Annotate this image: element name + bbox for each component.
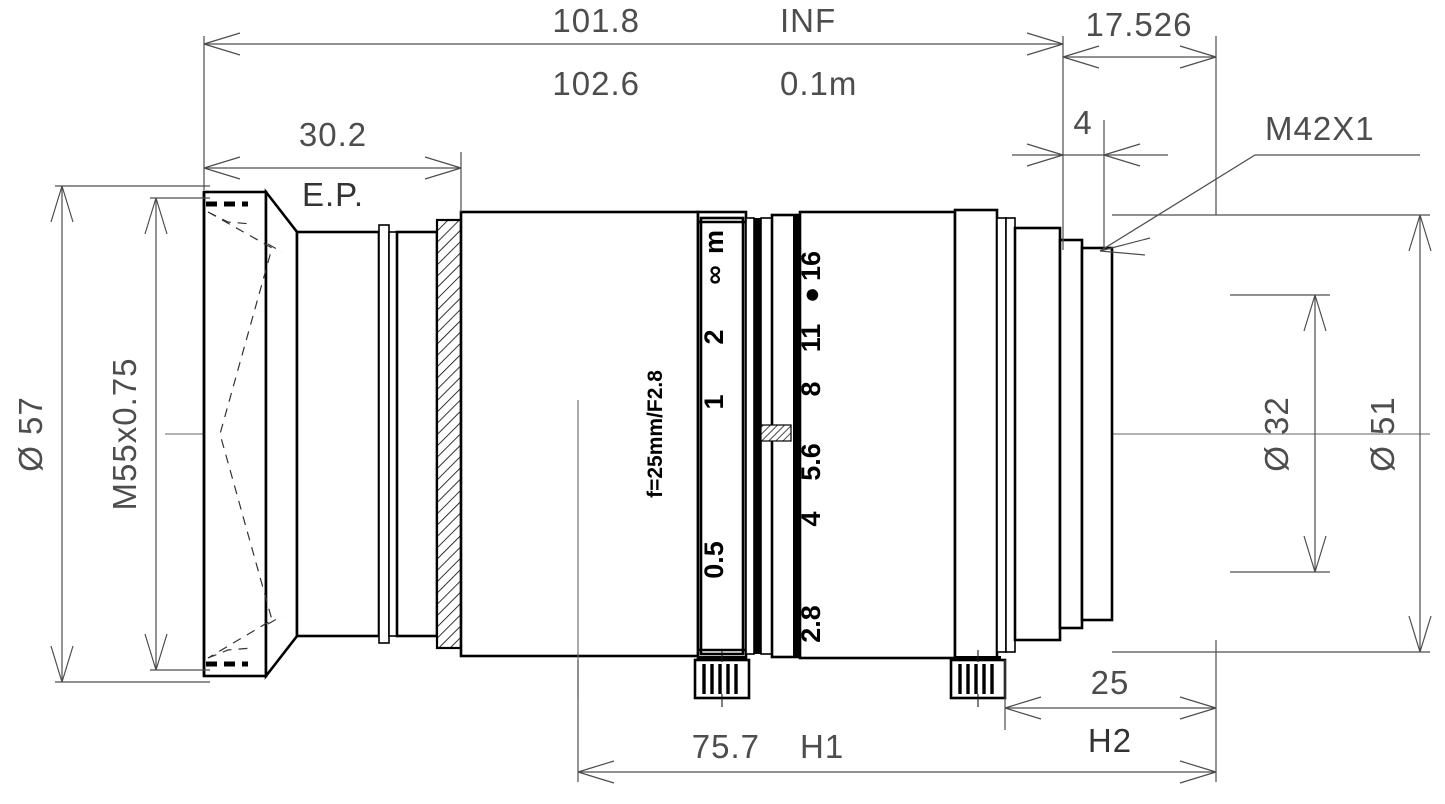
dim-front-diameter-value: Ø 57 [12,396,49,472]
dim-rear-outer-diameter: Ø 51 [1364,214,1432,653]
rear-mount-stack [953,208,1114,662]
lens-body [202,188,1114,707]
hidden-lens-element [207,211,283,659]
gap-ring [378,224,398,644]
dim-entrance-pupil: 30.2 E.P. [203,116,462,213]
dim-overall-close-note: 0.1m [780,65,857,102]
aperture-index-mark [760,424,792,442]
aperture-ring-scale: 16 ● 11 8 5.6 4 2.8 [796,251,826,643]
aperture-ring [760,213,802,659]
front-barrel-section [295,230,381,638]
dim-rear-section-value: 17.526 [1086,6,1193,43]
dim-rear-outer-diameter-value: Ø 51 [1364,396,1401,472]
front-hood [202,188,299,680]
dim-overall-inf-note: INF [780,2,836,39]
dim-front-thread-value: M55x0.75 [106,358,143,511]
callout-rear-thread-value: M42X1 [1265,110,1375,147]
callout-rear-thread: M42X1 [1099,110,1420,256]
hood-lip-marks [206,201,248,667]
focus-mark-1: 1 [699,394,729,409]
focus-mark-0-5: 0.5 [699,541,729,579]
lens-spec-text-group: f=25mm/F2.8 [644,370,667,498]
rear-barrel [798,210,957,660]
dim-rear-inner-diameter-value: Ø 32 [1258,396,1295,472]
knurl-screw-left [693,650,751,707]
dim-flange-step-value: 4 [1073,104,1092,141]
dim-h1-note: H1 [800,728,844,765]
focus-mark-2: 2 [699,329,729,344]
dim-h1-value: 75.7 [692,728,760,765]
aperture-mark-4: 4 [796,511,826,526]
knurl-screw-right [949,650,1007,707]
dim-front-thread: M55x0.75 [106,197,168,671]
dim-h2: 25 H2 [1004,664,1217,759]
focus-mark-infinity: ∞ [699,265,729,284]
dim-rear-inner-diameter: Ø 32 [1258,294,1327,573]
hatched-thread-ring [435,218,463,650]
dim-entrance-pupil-note: E.P. [302,176,364,213]
dim-overall-inf-value: 101.8 [552,2,640,39]
dim-h2-note: H2 [1088,722,1132,759]
mid-barrel-section [395,230,439,638]
dim-h2-value: 25 [1091,664,1130,701]
dim-h1: 75.7 H1 [577,728,1217,784]
dim-rear-section: 17.526 [1062,6,1217,69]
focus-ring-scale: m ∞ 2 1 0.5 [699,230,729,579]
aperture-mark-8: 8 [796,381,826,396]
aperture-mark-5-6: 5.6 [796,443,826,481]
focus-unit-label: m [699,230,729,254]
aperture-index-dot: ● [796,287,826,303]
dim-overall-close-value: 102.6 [552,65,640,102]
aperture-mark-2-8: 2.8 [796,605,826,643]
aperture-mark-11: 11 [796,324,826,353]
lens-spec-text: f=25mm/F2.8 [644,370,667,498]
extension-lines [55,36,1430,782]
aperture-mark-16: 16 [796,251,826,281]
dim-front-diameter: Ø 57 [12,185,74,683]
main-barrel [459,210,700,658]
dim-entrance-pupil-value: 30.2 [299,116,367,153]
focus-ring [696,210,748,662]
dim-flange-step: 4 [1012,104,1168,167]
dim-overall-length: 101.8 INF 102.6 0.1m [203,2,1064,102]
